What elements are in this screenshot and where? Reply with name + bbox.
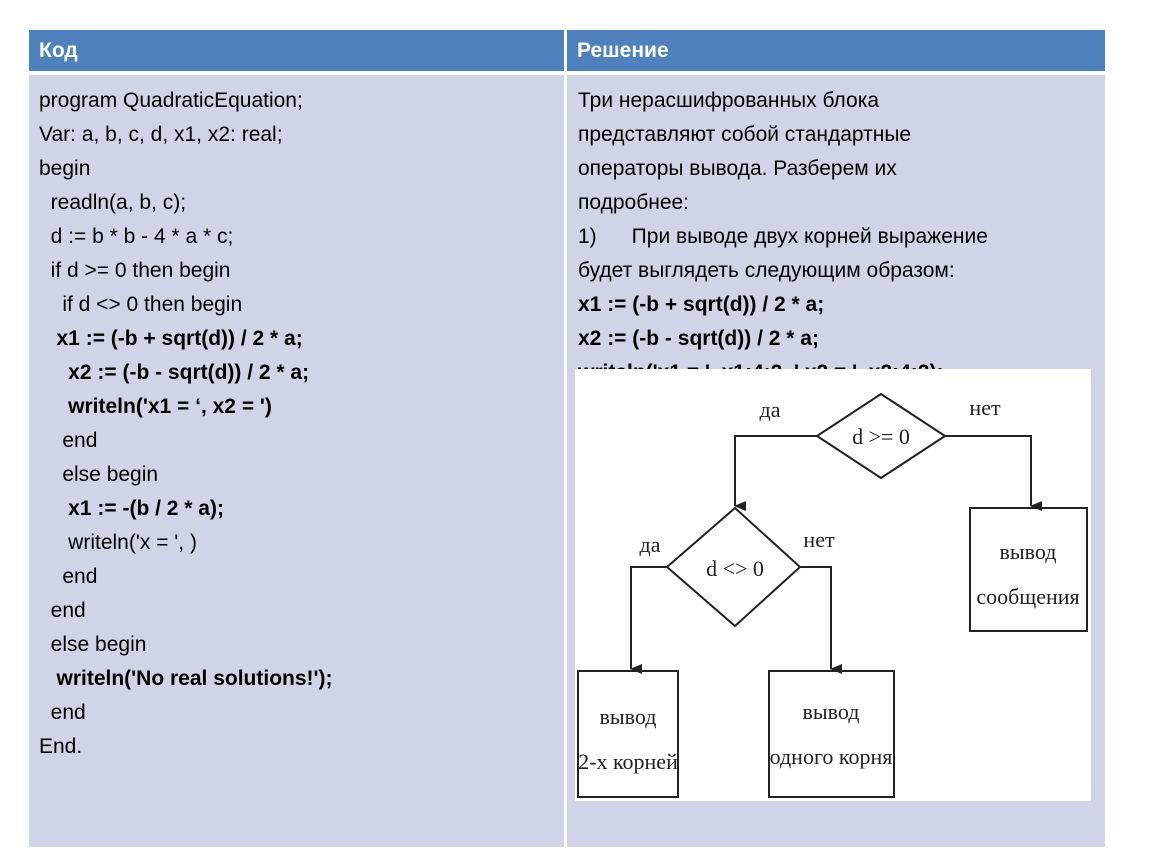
cond2-yes-label: да	[640, 532, 661, 557]
box-two-roots-line1: вывод	[600, 704, 657, 729]
box-one-root	[768, 670, 895, 798]
box-message-line2: сообщения	[976, 584, 1079, 609]
decision-diamond-1	[815, 392, 947, 480]
solution-line: 1) При выводе двух корней выражение	[578, 225, 988, 248]
header-solution: Решение	[567, 30, 1105, 71]
solution-line: x2 := (-b - sqrt(d)) / 2 * a;	[578, 327, 819, 350]
code-line: end	[39, 599, 86, 622]
code-line: writeln('x1 = ‘, x2 = ')	[39, 395, 272, 418]
cond1-yes-label: да	[760, 397, 781, 422]
code-line: readln(a, b, c);	[39, 191, 187, 214]
flowchart: d >= 0 да нет d <> 0 да нет вывод сообще…	[575, 369, 1091, 801]
code-line: end	[39, 565, 98, 588]
box-one-root-line2: одного корня	[770, 744, 893, 769]
code-block: program QuadraticEquation; Var: a, b, c, …	[39, 84, 559, 764]
code-line: if d <> 0 then begin	[39, 293, 243, 316]
connector-no-1	[945, 435, 1042, 511]
code-line: else begin	[39, 463, 159, 486]
code-line: writeln('x = ', )	[39, 531, 197, 554]
code-line: begin	[39, 157, 91, 180]
code-line: else begin	[39, 633, 147, 656]
column-divider	[564, 30, 567, 847]
box-message-line1: вывод	[1000, 539, 1057, 564]
code-line: program QuadraticEquation;	[39, 89, 303, 112]
solution-text: Три нерасшифрованных блока представляют с…	[578, 84, 1098, 374]
code-line: x1 := -(b / 2 * a);	[39, 497, 224, 520]
code-line: End.	[39, 735, 83, 758]
header-divider	[29, 71, 1105, 75]
cond1-label: d >= 0	[852, 424, 910, 449]
cond2-no-label: нет	[803, 527, 835, 552]
solution-line: операторы вывода. Разберем их	[578, 157, 897, 180]
connector-yes-2	[630, 566, 667, 674]
connector-yes-1	[734, 435, 817, 511]
code-line: x1 := (-b + sqrt(d)) / 2 * a;	[39, 327, 303, 350]
box-two-roots	[577, 670, 679, 798]
header-code: Код	[29, 30, 564, 71]
code-line: d := b * b - 4 * a * c;	[39, 225, 234, 248]
solution-line: Три нерасшифрованных блока	[578, 89, 880, 112]
box-message	[969, 507, 1088, 632]
solution-line: будет выглядеть следующим образом:	[578, 259, 955, 282]
code-line: writeln('No real solutions!');	[39, 667, 333, 690]
code-line: if d >= 0 then begin	[39, 259, 231, 282]
code-line: x2 := (-b - sqrt(d)) / 2 * a;	[39, 361, 310, 384]
flowchart-svg: d >= 0 да нет d <> 0 да нет вывод сообще…	[577, 392, 1088, 798]
decision-diamond-2	[665, 506, 802, 628]
solution-line: x1 := (-b + sqrt(d)) / 2 * a;	[578, 293, 825, 316]
cond2-label: d <> 0	[706, 556, 764, 581]
code-line: Var: a, b, c, d, x1, x2: real;	[39, 123, 283, 146]
connector-no-2	[800, 566, 842, 674]
code-line: end	[39, 701, 86, 724]
cond1-no-label: нет	[969, 395, 1001, 420]
code-line: end	[39, 429, 98, 452]
solution-line: подробнее:	[578, 191, 690, 214]
box-one-root-line1: вывод	[803, 699, 860, 724]
box-two-roots-line2: 2-х корней	[578, 749, 678, 774]
solution-line: представляют собой стандартные	[578, 123, 912, 146]
